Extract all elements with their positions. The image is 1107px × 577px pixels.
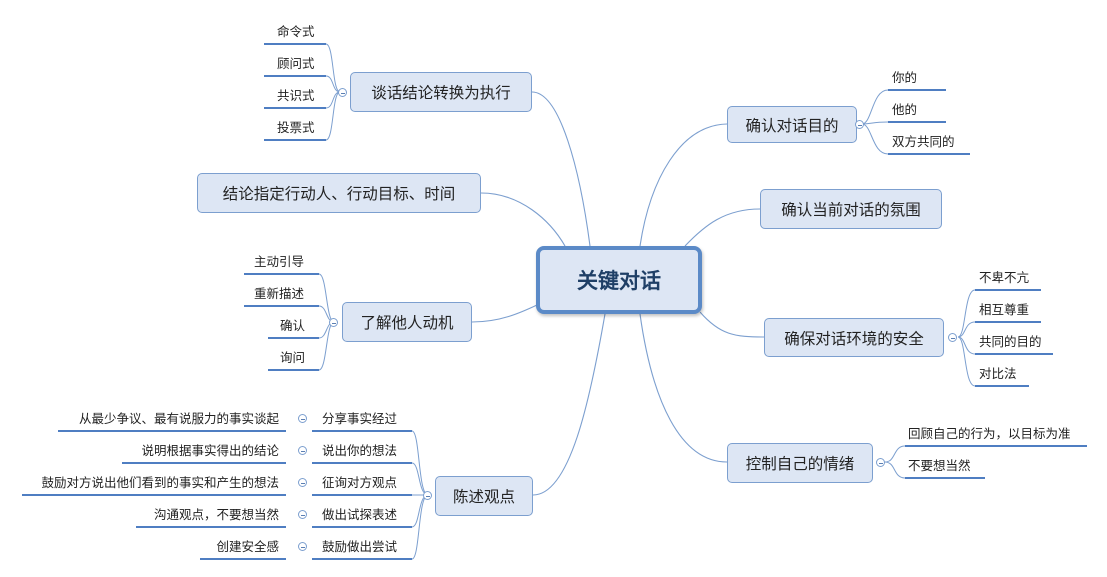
link-root-emotion xyxy=(639,313,728,463)
topic-atmosphere[interactable]: 确认当前对话的氛围 xyxy=(760,189,942,229)
leaf-view-5-detail[interactable]: 创建安全感 xyxy=(216,539,279,554)
topic-emotion[interactable]: 控制自己的情绪 xyxy=(727,443,873,483)
leaf-view-4[interactable]: 做出试探表述 xyxy=(322,507,398,522)
collapse-emotion-icon[interactable] xyxy=(876,458,885,467)
topic-conclusion-execution[interactable]: 谈话结论转换为执行 xyxy=(350,72,532,112)
link-root-purpose xyxy=(639,123,728,247)
leaf-purpose-shared[interactable]: 双方共同的 xyxy=(892,134,955,149)
leaf-conclusion-1[interactable]: 命令式 xyxy=(277,24,315,39)
leaf-conclusion-2[interactable]: 顾问式 xyxy=(277,56,315,71)
leaf-view-2-detail[interactable]: 说明根据事实得出的结论 xyxy=(141,443,279,458)
collapse-view-1-icon[interactable] xyxy=(298,414,307,423)
collapse-view-5-icon[interactable] xyxy=(298,542,307,551)
leaf-conclusion-3[interactable]: 共识式 xyxy=(277,88,315,103)
topic-confirm-purpose[interactable]: 确认对话目的 xyxy=(727,106,857,143)
leaf-view-1-detail[interactable]: 从最少争议、最有说服力的事实谈起 xyxy=(78,411,279,426)
leaf-safety-1[interactable]: 不卑不亢 xyxy=(979,270,1030,285)
leaf-safety-2[interactable]: 相互尊重 xyxy=(979,302,1030,317)
collapse-view-2-icon[interactable] xyxy=(298,446,307,455)
collapse-view-3-icon[interactable] xyxy=(298,478,307,487)
leaf-view-5[interactable]: 鼓励做出尝试 xyxy=(322,539,398,554)
link-root-motive xyxy=(471,304,538,323)
link-root-conclusion xyxy=(531,91,591,247)
leaf-view-3-detail[interactable]: 鼓励对方说出他们看到的事实和产生的想法 xyxy=(41,475,279,490)
leaf-motive-3[interactable]: 确认 xyxy=(280,318,306,333)
collapse-safety-icon[interactable] xyxy=(948,333,957,342)
leaf-purpose-yours[interactable]: 你的 xyxy=(892,70,918,85)
leaf-safety-4[interactable]: 对比法 xyxy=(979,366,1017,381)
collapse-motive-icon[interactable] xyxy=(329,318,338,327)
collapse-view-icon[interactable] xyxy=(423,491,432,500)
root-topic[interactable]: 关键对话 xyxy=(536,246,702,314)
leaf-motive-4[interactable]: 询问 xyxy=(280,350,306,365)
link-root-assign xyxy=(480,192,566,247)
leaf-view-2[interactable]: 说出你的想法 xyxy=(322,443,398,458)
link-root-view xyxy=(532,313,606,496)
leaf-emotion-1[interactable]: 回顾自己的行为，以目标为准 xyxy=(908,426,1071,441)
topic-state-view[interactable]: 陈述观点 xyxy=(435,476,533,516)
collapse-conclusion-icon[interactable] xyxy=(338,88,347,97)
leaf-motive-2[interactable]: 重新描述 xyxy=(254,286,305,301)
leaf-conclusion-4[interactable]: 投票式 xyxy=(277,120,315,135)
leaf-view-4-detail[interactable]: 沟通观点，不要想当然 xyxy=(153,507,279,522)
leaf-view-3[interactable]: 征询对方观点 xyxy=(322,475,398,490)
topic-safety[interactable]: 确保对话环境的安全 xyxy=(764,318,944,357)
leaf-motive-1[interactable]: 主动引导 xyxy=(254,254,305,269)
collapse-view-4-icon[interactable] xyxy=(298,510,307,519)
link-root-atmosphere xyxy=(684,208,761,247)
topic-motive[interactable]: 了解他人动机 xyxy=(342,302,472,342)
link-root-safety xyxy=(699,311,765,338)
collapse-purpose-icon[interactable] xyxy=(855,120,864,129)
topic-assign-owner[interactable]: 结论指定行动人、行动目标、时间 xyxy=(197,173,481,213)
leaf-purpose-theirs[interactable]: 他的 xyxy=(892,102,918,117)
leaf-emotion-2[interactable]: 不要想当然 xyxy=(908,458,971,473)
leaf-view-1[interactable]: 分享事实经过 xyxy=(322,411,398,426)
leaf-safety-3[interactable]: 共同的目的 xyxy=(979,334,1042,349)
